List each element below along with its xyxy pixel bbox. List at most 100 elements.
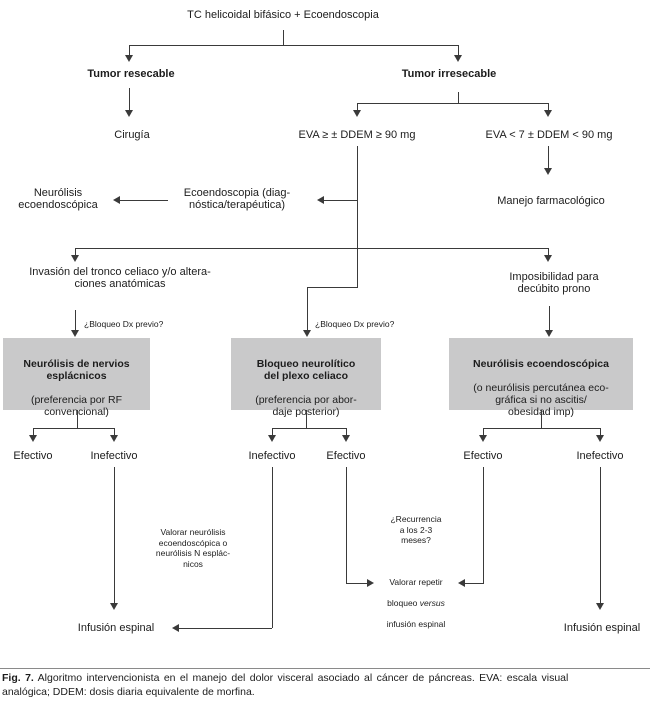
connector-to-valorar-repetir-left [346,583,367,584]
label-efectivo-izq: Efectivo [13,450,53,462]
connector-box1-split [33,428,114,429]
label-inefectivo-centro: Inefectivo [248,450,296,462]
node-manejo-farmacologico: Manejo farmacológico [497,195,605,207]
connector-box1-left [33,428,34,435]
label-inefectivo-der: Inefectivo [576,450,624,462]
connector-to-cirugia [129,88,130,110]
arrowhead-left [113,196,120,204]
arrowhead-down [353,110,361,117]
box-detail: (o neurólisis percutánea eco- gráfica si… [473,382,609,418]
box-detail: (preferencia por RF convencional) [30,394,123,418]
connector-title-stub [283,30,284,45]
connector-inefectivo-der-down [600,467,601,603]
arrowhead-down [545,330,553,337]
label-valorar-neurolisis: Valorar neurólisis ecoendoscópica o neur… [155,527,231,569]
arrowhead-down [268,435,276,442]
connector-jog-vertical [307,287,308,330]
node-neurolisis-ecoendoscopica: Neurólisis ecoendoscópica [18,187,98,211]
connector-to-eva-alto [357,103,358,110]
connector-to-imposibilidad [548,248,549,255]
connector-box3-left [483,428,484,435]
figure-caption: Fig. 7. Algoritmo intervencionista en el… [2,672,648,699]
box-neurolisis-esplacnicos: Neurólisis de nervios esplácnicos (prefe… [3,338,150,418]
label-efectivo-der: Efectivo [463,450,503,462]
arrowhead-down [596,603,604,610]
connector-branch-2 [357,103,548,104]
node-infusion-espinal-izq: Infusión espinal [77,622,155,634]
label-valorar-repetir: Valorar repetir bloqueo versus infusión … [374,566,458,640]
label-bloqueo-dx-centro: ¿Bloqueo Dx previo? [315,319,395,329]
connector-box2-split [272,428,346,429]
label-recurrencia: ¿Recurrencia a los 2-3 meses? [390,514,442,545]
connector-to-invasion [75,248,76,255]
arrowhead-down [454,55,462,62]
arrowhead-down [596,435,604,442]
connector-branch-1 [129,45,459,46]
arrowhead-down [303,330,311,337]
connector-inefectivo-centro-down [272,467,273,628]
arrowhead-left [317,196,324,204]
connector-irresecable-stub [458,92,459,103]
node-tc-helicoidal: TC helicoidal bifásico + Ecoendoscopia [187,9,379,21]
arrowhead-down [479,435,487,442]
connector-box2-right [346,428,347,435]
connector-efectivo-der-down [483,467,484,583]
connector-inefectivo-izq-down [114,467,115,603]
connector-imposibilidad-to-box [549,306,550,330]
caption-line2: analógica; DDEM: dosis diaria equivalent… [2,685,255,698]
arrowhead-down [544,168,552,175]
label-valorar-repetir-l3: infusión espinal [386,618,446,629]
label-valorar-repetir-l2: bloqueo versus [374,598,458,609]
connector-box1-right [114,428,115,435]
connector-box1-stub [77,410,78,428]
node-imposibilidad: Imposibilidad para decúbito prono [509,271,599,295]
connector-box3-split [483,428,600,429]
arrowhead-down [125,55,133,62]
box-neurolisis-eco: Neurólisis ecoendoscópica (o neurólisis … [449,338,633,418]
box-detail: (preferencia por abor- daje posterior) [255,394,357,418]
node-eva-alto: EVA ≥ ± DDEM ≥ 90 mg [298,129,416,141]
connector-to-irresecable [458,45,459,55]
connector-branch-3 [75,248,548,249]
arrowhead-down [110,603,118,610]
node-infusion-espinal-der: Infusión espinal [563,622,641,634]
arrowhead-left [458,579,465,587]
label-bloqueo-dx-izq: ¿Bloqueo Dx previo? [84,319,164,329]
arrowhead-down [71,255,79,262]
box-title: Neurólisis de nervios esplácnicos [23,358,130,382]
node-eva-bajo: EVA < 7 ± DDEM < 90 mg [485,129,613,141]
connector-to-valorar-repetir-right [463,583,484,584]
connector-box2-stub [306,410,307,428]
connector-box2-left [272,428,273,435]
connector-jog-horizontal [307,287,358,288]
connector-box3-stub [541,410,542,428]
arrowhead-down [29,435,37,442]
node-cirugia: Cirugía [114,129,150,141]
connector-eva-alto-trunk [357,146,358,287]
connector-box3-right [600,428,601,435]
arrowhead-right [367,579,374,587]
node-ecoendoscopia: Ecoendoscopia (diag- nóstica/terapéutica… [183,187,291,211]
caption-text1: Algoritmo intervencionista en el manejo … [33,672,569,684]
connector-to-manejo [548,146,549,168]
arrowhead-left [172,624,179,632]
connector-to-infusion-izq [177,628,272,629]
connector-to-ecoendoscopia [322,200,357,201]
label-valorar-repetir-l1: Valorar repetir [389,576,443,587]
connector-to-neurolisis-eco [118,200,168,201]
arrowhead-down [544,255,552,262]
label-efectivo-centro: Efectivo [326,450,366,462]
node-tumor-irresecable: Tumor irresecable [401,68,497,80]
label-bloqueo: bloqueo [387,597,420,608]
caption-line1: Fig. 7. Algoritmo intervencionista en el… [2,672,648,686]
connector-to-eva-bajo [548,103,549,110]
node-invasion-tronco: Invasión del tronco celiaco y/o altera- … [29,266,211,290]
box-bloqueo-plexo: Bloqueo neurolítico del plexo celiaco (p… [231,338,381,418]
label-versus: versus [419,597,445,608]
connector-efectivo-centro-down [346,467,347,583]
caption-fig-label: Fig. 7. [2,672,34,684]
label-inefectivo-izq: Inefectivo [90,450,138,462]
box-title: Bloqueo neurolítico del plexo celiaco [256,358,356,382]
arrowhead-down [125,110,133,117]
